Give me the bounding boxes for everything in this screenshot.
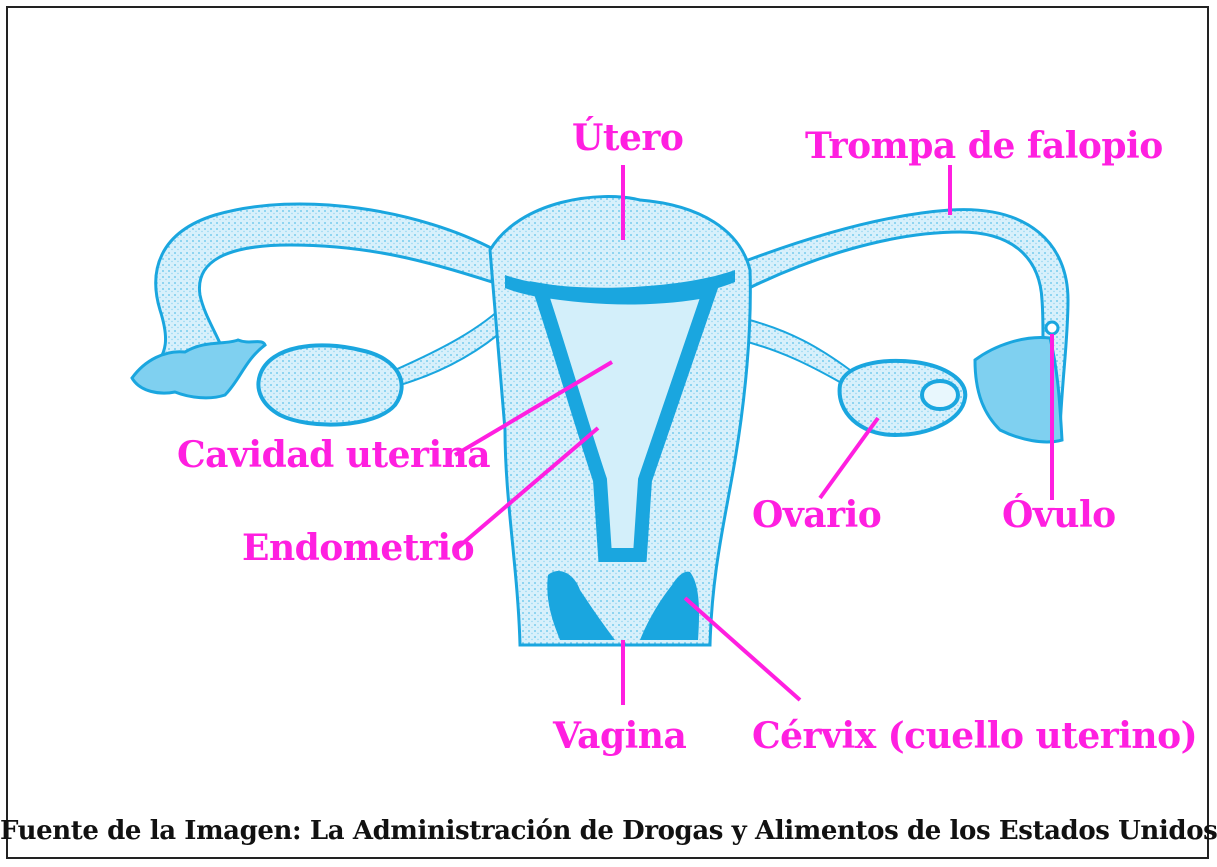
left-fimbriae <box>132 340 265 398</box>
image-source-caption: Fuente de la Imagen: La Administración d… <box>0 816 1217 846</box>
label-ovario: Ovario <box>752 497 881 533</box>
right-ovarian-ligament <box>740 318 850 385</box>
pointer-cervix <box>685 598 800 700</box>
label-vagina: Vagina <box>553 718 686 754</box>
label-cavidad: Cavidad uterina <box>177 437 490 473</box>
left-ovary <box>258 345 401 424</box>
follicle <box>922 381 958 409</box>
label-ovulo: Óvulo <box>1002 497 1116 533</box>
ovum <box>1046 322 1058 334</box>
pointer-ovario <box>820 418 878 498</box>
label-trompa: Trompa de falopio <box>805 128 1163 164</box>
right-fimbriae <box>975 337 1062 441</box>
label-cervix: Cérvix (cuello uterino) <box>752 718 1197 754</box>
label-endometrio: Endometrio <box>242 530 474 566</box>
label-utero: Útero <box>572 120 683 156</box>
